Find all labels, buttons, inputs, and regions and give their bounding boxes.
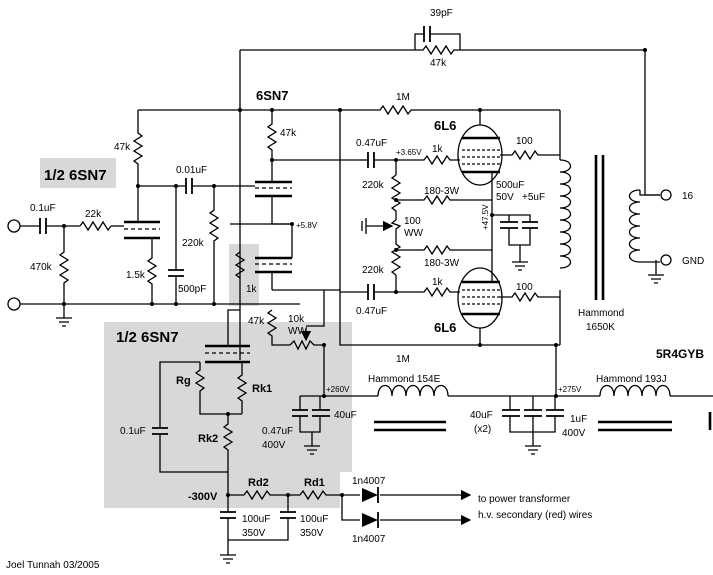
label-6sn7: 6SN7 [256,88,289,103]
label-r-100-bottom: 100 [516,282,533,293]
label-v-47-5: +47.5V [481,204,490,230]
label-v-5-8: +5.8V [296,221,318,230]
label-d-top: 1n4007 [352,476,386,487]
label-r-rg: Rg [176,375,191,387]
input-jack-signal [7,219,21,233]
label-c-047-ps-r: 400V [262,440,286,451]
label-r-1m-bottom: 1M [396,354,410,365]
label-r-1k-gs-bottom: 1k [432,277,444,288]
negative-rail [220,487,472,564]
label-r-1-5k: 1.5k [126,270,146,281]
label-r-pot-ww: WW [404,228,423,239]
label-r-rk1: Rk1 [252,383,272,395]
label-r-47k-plate2: 47k [280,128,297,139]
label-c-neg2-v: 100uF [300,514,328,525]
label-choke1: Hammond 154E [368,374,441,385]
label-5r4gyb: 5R4GYB [656,347,704,361]
label-v-275: +275V [558,385,582,394]
label-r-220k-grid: 220k [182,238,205,249]
triode-phase-splitter [230,110,360,351]
label-c-input: 0.1uF [30,203,56,214]
bias-supply [152,309,250,495]
label-c-047-bottom: 0.47uF [356,306,387,317]
label-r-100-top: 100 [516,136,533,147]
label-6l6-bottom: 6L6 [434,320,456,335]
label-c-047-top: 0.47uF [356,138,387,149]
tube-6l6-bottom-envelope [457,267,503,329]
label-r-rk2: Rk2 [198,433,218,445]
label-out-gnd: GND [682,256,704,267]
label-credit: Joel Tunnah 03/2005 [6,560,100,571]
label-c-40x2: 40uF [470,410,493,421]
label-half-input: 1/2 6SN7 [44,167,107,184]
highlight-input-label [40,158,116,188]
label-v-260: +260V [326,385,350,394]
label-c-1uf: 1uF [570,414,587,425]
label-v-neg300: -300V [188,491,218,503]
label-r-220k-bottom: 220k [362,265,385,276]
label-out-16: 16 [682,191,694,202]
label-r-22k: 22k [85,209,102,220]
b-plus-supply [292,345,713,455]
label-r-47k-plate1: 47k [114,142,131,153]
labels: 1/2 6SN7 6SN7 6L6 6L6 5R4GYB 1/2 6SN7 0.… [6,8,704,571]
output-tubes [396,110,560,345]
output-coupling-upper [339,104,560,346]
junction-dots [62,48,647,497]
label-c-01-bias: 0.1uF [120,426,146,437]
label-note-pt-1: to power transformer [478,494,571,505]
label-r-47k-bal: 47k [248,316,265,327]
label-c-40-ps: 40uF [334,410,357,421]
label-r-rd1: Rd1 [304,477,325,489]
label-c-cath-5uf: +5uF [522,192,545,203]
label-r-fb-47k: 47k [430,58,447,69]
triode-input [124,110,160,304]
label-c-cath-500: 500uF [496,180,524,191]
label-d-bottom: 1n4007 [352,534,386,545]
label-6l6-top: 6L6 [434,118,456,133]
label-r-pot-10k: 10k [288,314,305,325]
label-r-1k-gs-top: 1k [432,144,444,155]
tube-6l6-top-envelope [457,124,503,186]
label-r-470k: 470k [30,262,53,273]
label-r-pot-10k-ww: WW [288,326,307,337]
input-jack-ground [7,297,21,311]
label-r-1k-tail: 1k [246,284,258,295]
label-c-1uf-r: 400V [562,428,586,439]
label-r-1m-top: 1M [396,92,410,103]
output-transformer [559,110,672,345]
label-c-x2: (x2) [474,424,491,435]
label-transformer-name: Hammond [578,308,624,319]
label-c-neg1-r: 350V [242,528,266,539]
label-c-neg1-v: 100uF [242,514,270,525]
highlight-tail-resistor [229,244,259,306]
label-c-047-ps: 0.47uF [262,426,293,437]
label-r-180-bottom: 180-3W [424,258,460,269]
label-choke2: Hammond 193J [596,374,667,385]
label-r-rd2: Rd2 [248,477,269,489]
label-transformer-model: 1650K [586,322,615,333]
label-v-bias-top: +3.65V [396,148,422,157]
label-r-220k-top: 220k [362,180,385,191]
label-r-pot-100: 100 [404,216,421,227]
label-c-cath-50v: 50V [496,192,514,203]
input-jacks [7,219,21,311]
label-c-500pf: 500pF [178,284,206,295]
label-r-180-top: 180-3W [424,186,460,197]
label-c-0-01: 0.01uF [176,165,207,176]
label-c-39pf: 39pF [430,8,453,19]
label-c-neg2-r: 350V [300,528,324,539]
label-note-pt-2: h.v. secondary (red) wires [478,510,592,521]
label-half-bias: 1/2 6SN7 [116,329,179,346]
